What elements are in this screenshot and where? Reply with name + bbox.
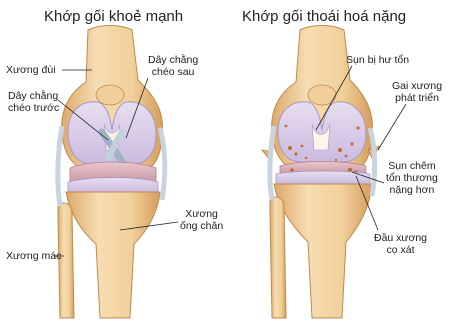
label-worn-cartilage: Sụn bị hư tổn [346,54,409,66]
healthy-title: Khớp gối khoẻ mạnh [44,8,183,25]
arthritic-tibia-bone [274,184,372,318]
label-fibula: Xương mác [6,250,61,262]
healthy-patella [96,85,124,105]
healthy-tibia-bone [66,192,160,318]
arthritic-knee [262,26,406,319]
label-femur: Xương đùi [6,64,56,76]
arthritic-title: Khớp gối thoái hoá nặng [242,8,406,25]
